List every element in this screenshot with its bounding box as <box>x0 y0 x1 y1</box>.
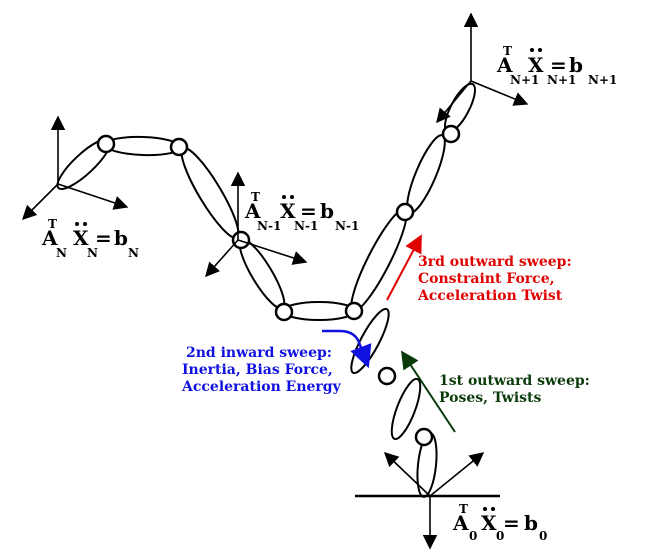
frame-left <box>21 115 129 221</box>
first-sweep-line2: Poses, Twists <box>439 390 542 406</box>
second-sweep-line2: Inertia, Bias Force, <box>182 362 333 378</box>
equation-left: A T N X N = b N <box>41 217 139 260</box>
eq-superscript-T: T <box>251 190 260 204</box>
eq-subscript-X: N+1 <box>547 73 576 87</box>
eq-subscript-A: 0 <box>469 529 477 543</box>
first-sweep-label: 1st outward sweep: Poses, Twists <box>439 373 590 406</box>
ddot-dot <box>290 195 294 199</box>
second-sweep-line3: Acceleration Energy <box>181 379 342 395</box>
joint <box>169 137 189 157</box>
eq-symbol-A: A <box>452 511 469 535</box>
joint <box>414 427 434 447</box>
eq-subscript-X: N-1 <box>294 219 318 233</box>
joint <box>441 124 461 144</box>
ddot-dot <box>83 222 87 226</box>
eq-equals: = <box>503 511 520 535</box>
first-sweep-title: 1st outward sweep: <box>439 373 590 389</box>
link-base-3 <box>350 307 390 375</box>
ddot-dot <box>75 222 79 226</box>
eq-symbol-A: A <box>41 226 58 250</box>
eq-subscript-A: N+1 <box>510 73 539 87</box>
joint <box>344 301 364 321</box>
eq-subscript-X: 0 <box>496 529 504 543</box>
ddot-dot <box>530 48 534 52</box>
third-sweep-label: 3rd outward sweep: Constraint Force, Acc… <box>417 254 572 304</box>
eq-subscript-A: N <box>56 246 67 260</box>
ddot-dot <box>491 507 495 511</box>
third-sweep-line2: Constraint Force, <box>418 271 555 287</box>
equation-top: A T N+1 X N+1 = b N+1 <box>496 44 617 87</box>
equation-base: A T 0 X 0 = b 0 <box>452 502 547 543</box>
link-base-2 <box>390 377 422 441</box>
eq-symbol-A: A <box>496 53 513 77</box>
eq-symbol-b: b <box>114 226 128 250</box>
ddot-dot <box>483 507 487 511</box>
joint <box>96 134 116 154</box>
third-sweep-title: 3rd outward sweep: <box>418 254 572 270</box>
frame-base <box>383 452 485 550</box>
eq-subscript-A: N-1 <box>257 219 281 233</box>
eq-superscript-T: T <box>459 502 468 516</box>
eq-symbol-b: b <box>320 199 334 223</box>
ddot-dot <box>282 195 286 199</box>
second-sweep-arrow <box>322 329 372 369</box>
ddot-dot <box>538 48 542 52</box>
eq-symbol-X: X <box>280 199 296 223</box>
frame-top <box>436 12 529 124</box>
eq-equals: = <box>95 226 112 250</box>
joint <box>231 230 251 250</box>
third-sweep-line3: Acceleration Twist <box>417 288 563 304</box>
link-junction-right <box>282 301 356 321</box>
frame-mid <box>205 171 308 278</box>
joint <box>395 202 415 222</box>
eq-subscript-b: 0 <box>539 529 547 543</box>
eq-superscript-T: T <box>503 44 512 58</box>
eq-subscript-b: N+1 <box>588 73 617 87</box>
eq-subscript-X: N <box>87 246 98 260</box>
link-mid-2 <box>180 147 240 239</box>
joint <box>377 366 397 386</box>
eq-symbol-X: X <box>73 226 89 250</box>
first-sweep-arrow <box>401 350 456 433</box>
second-sweep-title: 2nd inward sweep: <box>186 345 332 361</box>
joint <box>274 302 294 322</box>
link-left-1 <box>104 135 182 157</box>
second-sweep-label: 2nd inward sweep: Inertia, Bias Force, A… <box>181 345 342 395</box>
eq-symbol-b: b <box>524 511 538 535</box>
eq-symbol-X: X <box>481 511 497 535</box>
eq-subscript-b: N-1 <box>335 219 359 233</box>
joints <box>96 124 461 447</box>
eq-superscript-T: T <box>48 217 57 231</box>
eq-subscript-b: N <box>128 246 139 260</box>
eq-equals: = <box>550 53 567 77</box>
eq-symbol-A: A <box>244 199 261 223</box>
eq-symbol-b: b <box>569 53 583 77</box>
equation-mid: A T N-1 X N-1 = b N-1 <box>244 190 359 233</box>
eq-equals: = <box>300 199 317 223</box>
third-sweep-arrow <box>386 234 422 301</box>
eq-symbol-X: X <box>528 53 544 77</box>
